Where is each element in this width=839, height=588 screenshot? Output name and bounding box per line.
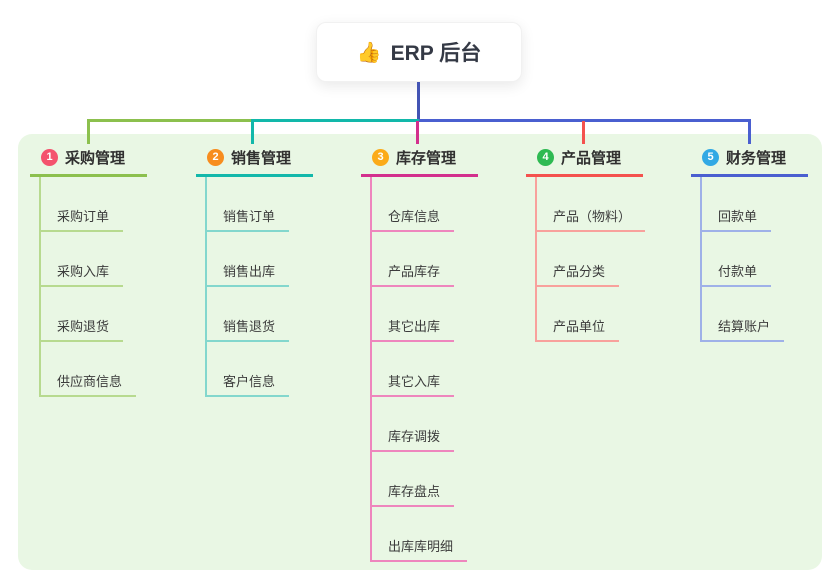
connector-drop-purchase xyxy=(87,119,90,144)
root-node-label: ERP 后台 xyxy=(390,42,482,65)
child-node[interactable]: 出库库明细 xyxy=(370,536,468,562)
branch-product-header[interactable]: 4 产品管理 xyxy=(526,148,643,177)
child-node[interactable]: 供应商信息 xyxy=(39,371,137,397)
child-node[interactable]: 采购订单 xyxy=(39,206,124,232)
branch-number-badge: 2 xyxy=(207,149,224,166)
child-node[interactable]: 其它出库 xyxy=(370,316,455,342)
child-node[interactable]: 回款单 xyxy=(700,206,772,232)
branch-finance-header[interactable]: 5 财务管理 xyxy=(691,148,808,177)
child-node[interactable]: 销售退货 xyxy=(205,316,290,342)
branch-number-badge: 3 xyxy=(372,149,389,166)
branch-sales: 2 销售管理 销售订单 销售出库 销售退货 客户信息 xyxy=(196,148,313,397)
connector-drop-finance xyxy=(748,119,751,144)
children-connector-line xyxy=(205,177,207,397)
branch-inventory-header[interactable]: 3 库存管理 xyxy=(361,148,478,177)
connector-bus-purchase xyxy=(87,119,253,122)
child-node[interactable]: 产品库存 xyxy=(370,261,455,287)
child-node[interactable]: 产品（物料） xyxy=(535,206,646,232)
branch-number-badge: 1 xyxy=(41,149,58,166)
connector-drop-sales xyxy=(251,119,254,144)
child-node[interactable]: 客户信息 xyxy=(205,371,290,397)
connector-bus-sales xyxy=(253,119,419,122)
root-node[interactable]: 👍 ERP 后台 xyxy=(316,22,522,82)
branch-label: 库存管理 xyxy=(396,150,457,167)
children-connector-line xyxy=(370,177,372,562)
connector-drop-inventory xyxy=(416,121,419,144)
branch-sales-header[interactable]: 2 销售管理 xyxy=(196,148,313,177)
branch-label: 财务管理 xyxy=(726,150,787,167)
root-stem-connector xyxy=(417,82,420,121)
child-node[interactable]: 仓库信息 xyxy=(370,206,455,232)
child-node[interactable]: 销售出库 xyxy=(205,261,290,287)
branch-product: 4 产品管理 产品（物料） 产品分类 产品单位 xyxy=(526,148,646,342)
branch-number-badge: 5 xyxy=(702,149,719,166)
branch-finance: 5 财务管理 回款单 付款单 结算账户 xyxy=(691,148,808,342)
child-node[interactable]: 其它入库 xyxy=(370,371,455,397)
branch-inventory: 3 库存管理 仓库信息 产品库存 其它出库 其它入库 库存调拨 库存盘点 出库库… xyxy=(361,148,478,562)
children-connector-line xyxy=(535,177,537,342)
child-node[interactable]: 销售订单 xyxy=(205,206,290,232)
branch-label: 销售管理 xyxy=(231,150,292,167)
connector-drop-product xyxy=(582,121,585,144)
child-node[interactable]: 库存盘点 xyxy=(370,481,455,507)
child-node[interactable]: 产品单位 xyxy=(535,316,620,342)
child-node[interactable]: 结算账户 xyxy=(700,316,785,342)
connector-bus-finance xyxy=(419,119,751,122)
child-node[interactable]: 付款单 xyxy=(700,261,772,287)
branch-purchase: 1 采购管理 采购订单 采购入库 采购退货 供应商信息 xyxy=(30,148,147,397)
branches-background-panel xyxy=(18,134,822,570)
branch-label: 采购管理 xyxy=(65,150,126,167)
children-connector-line xyxy=(39,177,41,397)
children-connector-line xyxy=(700,177,702,342)
child-node[interactable]: 库存调拨 xyxy=(370,426,455,452)
child-node[interactable]: 产品分类 xyxy=(535,261,620,287)
branch-label: 产品管理 xyxy=(561,150,622,167)
child-node[interactable]: 采购入库 xyxy=(39,261,124,287)
child-node[interactable]: 采购退货 xyxy=(39,316,124,342)
thumbs-up-icon: 👍 xyxy=(356,41,382,64)
branch-number-badge: 4 xyxy=(537,149,554,166)
branch-purchase-header[interactable]: 1 采购管理 xyxy=(30,148,147,177)
